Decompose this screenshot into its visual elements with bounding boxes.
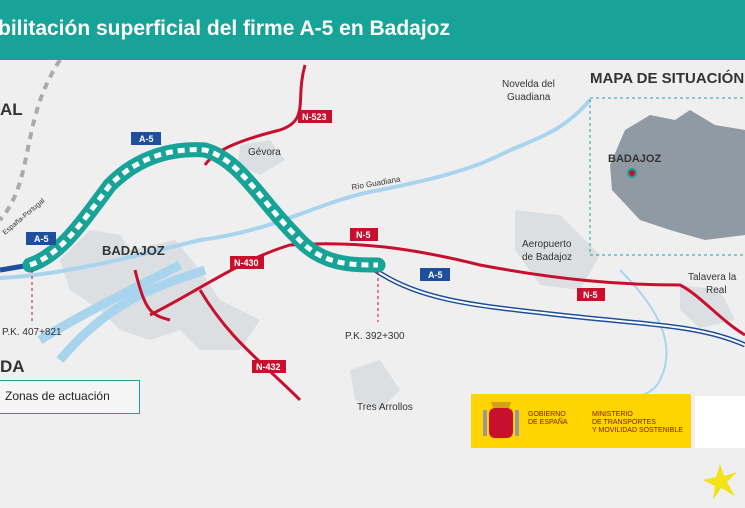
- legend: Zonas de actuación: [0, 380, 140, 414]
- header-bar: bilitación superficial del firme A-5 en …: [0, 0, 745, 60]
- shield-a5: A-5: [139, 134, 154, 144]
- coat-of-arms-icon: [483, 402, 519, 438]
- border-label: España-Portugal: [2, 197, 47, 236]
- pk-start-label: P.K. 407+821: [2, 327, 62, 338]
- inset-title: MAPA DE SITUACIÓN: [590, 70, 745, 87]
- place-aeropuerto-2: de Badajoz: [522, 252, 572, 263]
- country-label-bottom: DA: [0, 357, 25, 376]
- inset-city-label: BADAJOZ: [608, 153, 661, 165]
- star-icon: [703, 464, 737, 500]
- star-logo: [695, 396, 745, 500]
- road-n432: [198, 289, 302, 402]
- country-label-portugal: AL: [0, 100, 23, 119]
- map: España-Portugal P.K. 407+821 P.K. 392+30…: [0, 60, 745, 431]
- urban-area-gevora: [238, 140, 285, 175]
- place-novelda-2: Guadiana: [507, 92, 551, 103]
- place-aeropuerto: Aeropuerto: [522, 239, 572, 250]
- urban-area-tres-arroyos: [350, 360, 400, 410]
- inset-province-shape: [610, 110, 745, 240]
- shield-n432: N-432: [256, 362, 281, 372]
- border-line: [0, 60, 62, 222]
- inset-frame: [589, 97, 745, 256]
- city-label-badajoz: BADAJOZ: [102, 243, 165, 258]
- shield-a5-west: A-5: [34, 234, 49, 244]
- river-guadiana: [0, 98, 592, 280]
- shield-n5-east: N-5: [583, 290, 598, 300]
- shield-n523: N-523: [302, 112, 327, 122]
- place-gevora: Gévora: [248, 147, 281, 158]
- pk-end-label: P.K. 392+300: [345, 331, 405, 342]
- road-n430: [133, 269, 171, 322]
- inset-city-marker: [627, 168, 637, 178]
- place-talavera: Talavera la: [688, 272, 737, 283]
- urban-area-airport: [515, 210, 600, 290]
- river-guadiana-lower: [37, 260, 207, 363]
- legend-label: Zonas de actuación: [5, 389, 110, 403]
- place-tres-arroyos: Tres Arrollos: [357, 402, 413, 413]
- shield-a5-east: A-5: [428, 270, 443, 280]
- place-novelda: Novelda del: [502, 79, 555, 90]
- page-title: bilitación superficial del firme A-5 en …: [0, 17, 450, 40]
- shield-n430: N-430: [234, 258, 259, 268]
- shield-n5: N-5: [356, 230, 371, 240]
- place-talavera-2: Real: [706, 285, 727, 296]
